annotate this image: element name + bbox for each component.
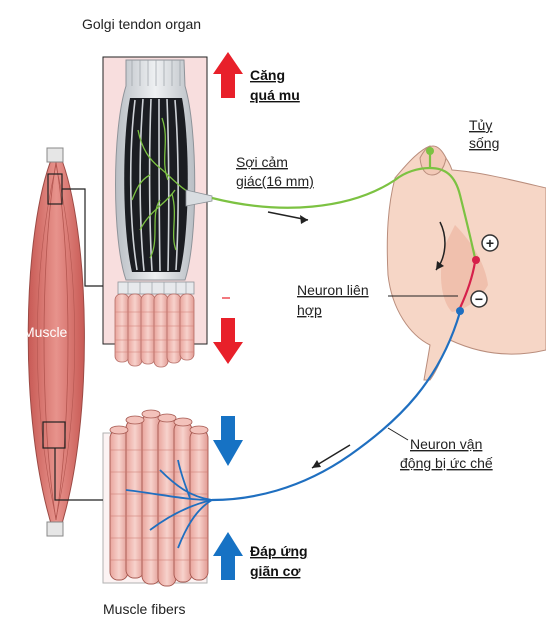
motor-neuron-label-line2: động bị ức chế: [400, 455, 493, 471]
muscle-zoom-box-lower: [42, 421, 66, 449]
muscle-fiber-bundle: [102, 409, 209, 587]
zoom-leader-lower: [54, 448, 103, 501]
interneuron: [459, 256, 480, 309]
tension-label-line1: Căng: [250, 67, 285, 83]
interneuron-label-line2: hợp: [297, 302, 322, 318]
excitatory-synapse-marker: +: [481, 234, 499, 252]
inhibitory-synapse-marker: −: [470, 290, 488, 308]
muscle-label: Muscle: [23, 324, 68, 340]
direction-arrowhead-cord: [436, 261, 444, 270]
interneuron-label-line1: Neuron liên: [297, 282, 369, 298]
relax-up-arrow: [213, 532, 243, 580]
minus-sign: −: [475, 291, 483, 307]
response-label-line2: giãn cơ: [250, 563, 300, 579]
motor-fiber: [125, 307, 464, 549]
tension-label-line2: quá mu: [250, 87, 300, 103]
sensory-fiber-label-line1: Sợi cảm: [236, 154, 288, 170]
tension-down-arrow: [213, 318, 243, 364]
spinal-cord-label-line1: Tủy: [469, 117, 492, 133]
response-label-line1: Đáp ứng: [250, 543, 308, 559]
zoom-leader-upper: [62, 188, 103, 287]
direction-arrowhead-sensory: [300, 215, 308, 224]
relax-down-arrow: [213, 416, 243, 466]
motor-neuron-leader: [387, 427, 409, 441]
whole-muscle: [27, 147, 85, 537]
plus-sign: +: [486, 235, 494, 251]
muscle-fibers-label: Muscle fibers: [103, 601, 185, 617]
sensory-fiber-label-line2: giác(16 mm): [236, 173, 314, 189]
golgi-tendon-organ-title: Golgi tendon organ: [82, 16, 201, 32]
motor-neuron-label-line1: Neuron vận: [410, 436, 482, 452]
spinal-cord-label-line2: sống: [469, 135, 499, 151]
direction-arrowhead-motor: [312, 460, 321, 468]
tension-up-arrow: [213, 52, 243, 98]
sensory-fiber: [211, 147, 477, 259]
spinal-cord-section: [386, 145, 546, 381]
golgi-tendon-organ-panel: [102, 56, 213, 368]
